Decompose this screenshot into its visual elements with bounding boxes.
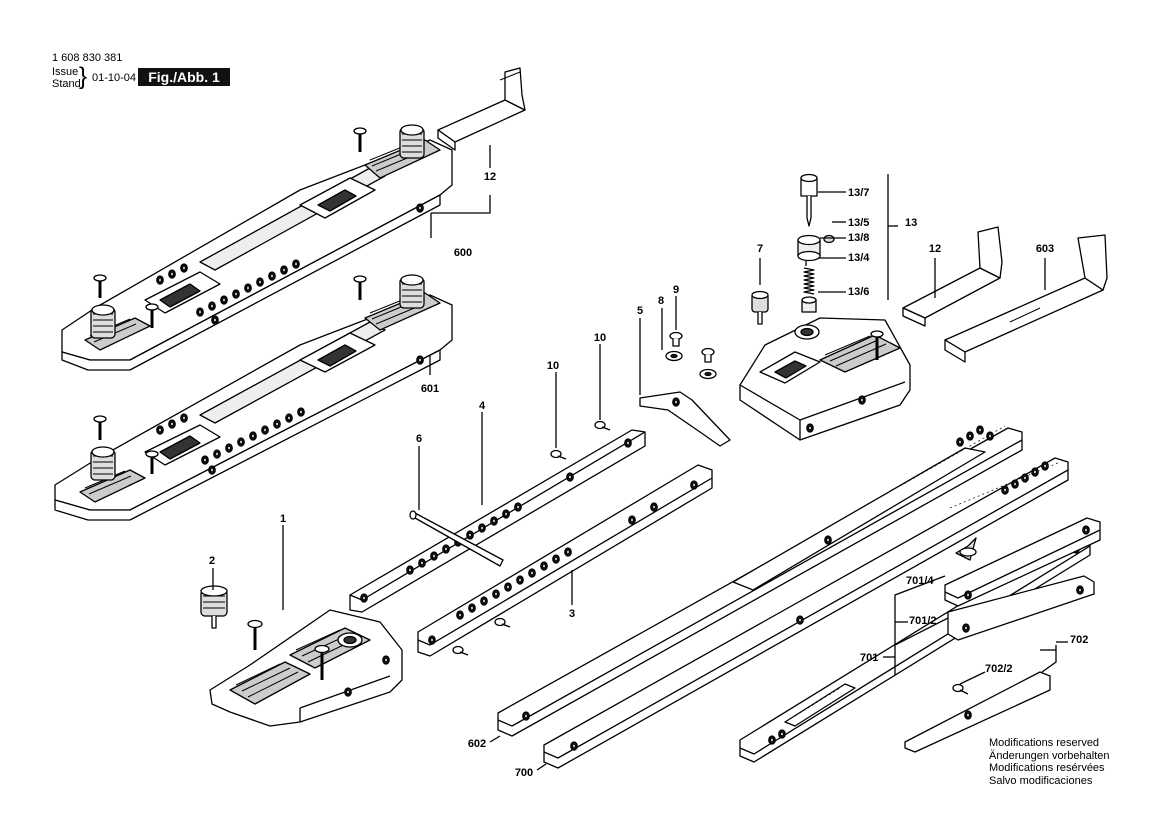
callout-13: 13: [905, 217, 917, 229]
issue-label: Issue: [52, 66, 79, 78]
scale-rail-700-drawing: [543, 457, 1069, 769]
knob-2-drawing: [200, 585, 228, 629]
callout-9: 9: [673, 284, 679, 296]
callout-602: 602: [468, 738, 486, 750]
brace-icon: }: [79, 63, 88, 90]
note-line: Änderungen vorbehalten: [989, 749, 1110, 762]
callout-702-2: 702/2: [985, 663, 1013, 675]
washer-8-drawing: [665, 350, 717, 380]
modification-notes: Modifications reserved Änderungen vorbeh…: [989, 737, 1109, 787]
note-line: Modifications resérvées: [989, 762, 1105, 774]
centering-pin-13-drawing: [797, 173, 835, 313]
stand-label: Stand: [52, 78, 81, 90]
callout-12-top: 12: [484, 171, 496, 183]
callout-4: 4: [479, 400, 486, 412]
jig-assembly-601-drawing: [54, 274, 453, 521]
callout-10-left: 10: [547, 360, 559, 372]
callout-10-right: 10: [594, 332, 606, 344]
screw-10-drawing: [550, 420, 611, 460]
callout-5: 5: [637, 305, 643, 317]
callout-13-7: 13/7: [848, 187, 869, 199]
callout-13-5: 13/5: [848, 217, 869, 229]
callout-2: 2: [209, 555, 215, 567]
knob-7-drawing: [751, 290, 769, 325]
figure-label: Fig./Abb. 1: [138, 68, 230, 86]
fence-12-drawing: [437, 67, 526, 151]
callout-701-4: 701/4: [906, 575, 934, 587]
callout-13-8: 13/8: [848, 232, 869, 244]
jig-base-1-drawing: [209, 609, 403, 727]
extension-701-drawing: [739, 517, 1101, 763]
issue-date: 01-10-04: [92, 72, 137, 84]
guide-rail-4-drawing: [349, 429, 646, 613]
base-block-drawing: [739, 317, 911, 441]
clamp-plate-5-drawing: [639, 391, 731, 447]
callout-603: 603: [1036, 243, 1054, 255]
callout-6: 6: [416, 433, 422, 445]
callout-3: 3: [569, 608, 575, 620]
callout-700: 700: [515, 767, 533, 779]
note-line: Salvo modificaciones: [989, 774, 1093, 787]
part-number: 1 608 830 381: [52, 52, 123, 64]
jig-assembly-600-drawing: [61, 124, 453, 371]
callout-13-6: 13/6: [848, 286, 869, 298]
stop-plate-702-drawing: [904, 671, 1051, 753]
fence-12-right-drawing: [902, 226, 1003, 327]
fence-603-drawing: [944, 234, 1108, 363]
callout-12-right: 12: [929, 243, 941, 255]
callout-702: 702: [1070, 634, 1088, 646]
callout-13-4: 13/4: [848, 252, 870, 264]
note-line: Modifications reserved: [989, 737, 1100, 749]
pin-6-drawing: [409, 510, 504, 567]
leader-lines: [212, 145, 1068, 771]
callout-601: 601: [421, 383, 439, 395]
callout-701: 701: [860, 652, 878, 664]
callout-600: 600: [454, 247, 472, 259]
callout-7: 7: [757, 243, 763, 255]
guide-rail-3-drawing: [417, 464, 713, 657]
screw-9-drawing: [669, 331, 715, 363]
callout-8: 8: [658, 295, 664, 307]
callout-701-2: 701/2: [909, 615, 937, 627]
scale-rail-602-drawing: [497, 425, 1023, 737]
callout-1: 1: [280, 513, 286, 525]
